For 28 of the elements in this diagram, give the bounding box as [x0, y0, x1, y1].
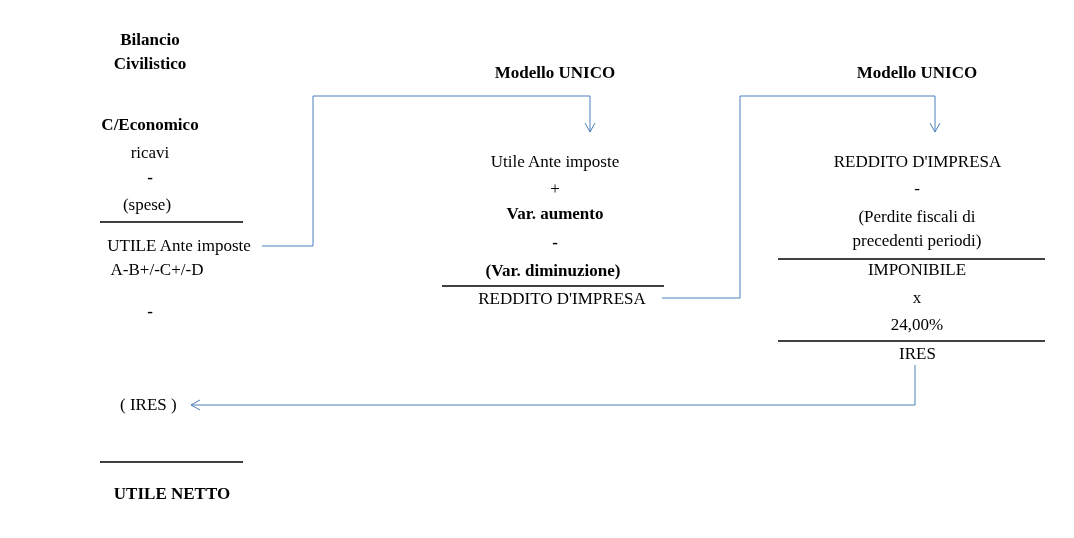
node-text: IRES: [899, 342, 936, 365]
node-text: Utile Ante imposte: [490, 151, 620, 173]
label-text: +: [550, 178, 560, 200]
label-text: -: [914, 178, 920, 200]
label-text: Var. aumento: [506, 203, 604, 225]
label-text: 24,00%: [890, 314, 944, 336]
arrow: [661, 95, 941, 299]
label-text: x: [912, 287, 922, 309]
label-text: -: [552, 232, 558, 254]
label-text: (Perdite fiscali di precedenti periodi): [851, 206, 983, 252]
label-text: Modello UNICO: [856, 62, 978, 84]
label-text: -: [147, 167, 153, 189]
label-text: UTILE NETTO: [113, 483, 231, 505]
node-text: UTILE Ante imposte: [107, 235, 251, 257]
label-text: A-B+/-C+/-D: [110, 259, 204, 281]
label-text: Bilancio Civilistico: [112, 29, 188, 75]
node-text: REDDITO D'IMPRESA: [478, 288, 646, 310]
node-text: REDDITO D'IMPRESA: [833, 151, 1002, 173]
label-text: -: [147, 301, 153, 323]
label-text: C/Economico: [101, 114, 199, 136]
label-text: (spese): [122, 194, 172, 216]
label-text: ricavi: [130, 142, 170, 164]
label-text: IMPONIBILE: [867, 259, 967, 281]
node-text: ( IRES ): [120, 394, 177, 416]
arrow: [261, 95, 596, 247]
label-text: Modello UNICO: [494, 62, 616, 84]
arrow: [190, 364, 916, 411]
label-text: (Var. diminuzione): [485, 260, 621, 282]
